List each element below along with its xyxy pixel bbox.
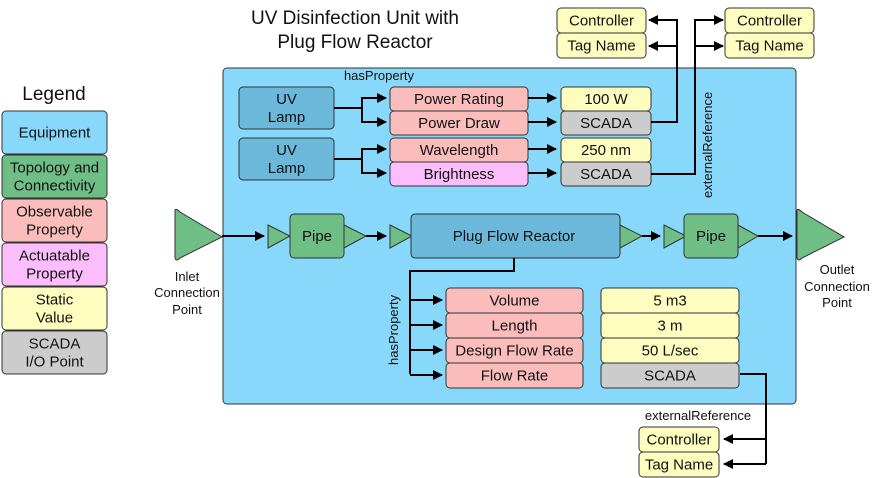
uv-lamp-1-label: Lamp [268,109,306,126]
legend-item-observable-box [1,198,108,243]
external-reference-label-side: externalReference [700,92,715,198]
lamp-2-value-2-label: SCADA [580,166,632,183]
plug-flow-reactor-label: Plug Flow Reactor [453,228,576,245]
legend-item-topology-label: Topology and [10,160,99,177]
outlet-connection-point-icon[interactable] [796,208,846,261]
diagram-title-line2: Plug Flow Reactor [277,32,433,53]
legend-item-observable-label: Observable [16,204,93,221]
legend-title: Legend [22,84,85,105]
legend-item-equipment-label: Equipment [19,125,92,142]
legend-item-observable-label: Property [26,222,83,239]
legend-item-topology-label: Connectivity [14,178,96,195]
ext-ref-top-right-tag-name-label: Tag Name [735,38,803,55]
uv-lamp-2-label: Lamp [268,160,306,177]
legend-item-topology-box [1,154,108,199]
ext-ref-top-left-tag-name-box[interactable] [556,32,647,59]
legend-item-scada-label: I/O Point [25,354,84,371]
has-property-label-top: hasProperty [344,68,415,83]
reactor-property-flow-rate-box[interactable] [445,362,584,389]
reactor-property-length-label: Length [492,318,538,335]
reactor-value-3-label: 50 L/sec [642,343,699,360]
outlet-label-line1: Outlet [820,262,855,277]
reactor-property-design-flow-rate-label: Design Flow Rate [455,343,573,360]
ext-ref-top-left-controller-label: Controller [569,13,634,30]
uv-lamp-2-label: UV [276,142,297,159]
legend-item-static-box [1,286,108,331]
inlet-label-line2: Connection [154,285,220,300]
reactor-value-1-label: 5 m3 [653,293,686,310]
lamp-2-property-brightness-label: Brightness [424,166,495,183]
outlet-label-line2: Connection [804,279,870,294]
ext-ref-bottom-tag-name-box[interactable] [638,451,720,478]
lamp-1-value-1-label: 100 W [584,91,628,108]
inlet-label-line3: Point [172,302,202,317]
reactor-property-volume-label: Volume [489,293,539,310]
outlet-label-line3: Point [822,295,852,310]
lamp-1-property-power-draw-label: Power Draw [418,115,500,132]
legend-item-actuatable-box [1,242,108,287]
lamp-2-value-1-label: 250 nm [581,142,631,159]
ext-ref-bottom-controller-label: Controller [646,432,711,449]
uv-lamp-1-label: UV [276,91,297,108]
legend-item-scada-box [1,330,108,375]
ext-ref-top-left-tag-name-label: Tag Name [567,38,635,55]
legend-item-static-label: Static [36,292,74,309]
pipe-1-label: Pipe [302,228,332,245]
external-reference-label-bottom: externalReference [645,408,751,423]
legend-item-scada-label: SCADA [29,336,81,353]
inlet-connection-point-icon[interactable] [174,208,224,261]
ext-ref-top-right-tag-name-box[interactable] [724,32,815,59]
diagram-title-line1: UV Disinfection Unit with [251,8,459,29]
reactor-value-2-label: 3 m [657,318,682,335]
lamp-2-property-wavelength-label: Wavelength [420,142,499,159]
lamp-1-property-power-rating-label: Power Rating [414,91,504,108]
lamp-1-value-2-label: SCADA [580,115,632,132]
inlet-label-line1: Inlet [175,269,200,284]
reactor-property-flow-rate-label: Flow Rate [481,368,549,385]
legend-item-static-label: Value [36,310,73,327]
has-property-label-side: hasProperty [386,294,401,365]
flow-line: Pipe Plug Flow Reactor Pipe [174,208,846,261]
reactor-value-4-label: SCADA [644,368,696,385]
ext-ref-bottom-tag-name-label: Tag Name [645,457,713,474]
pipe-2-label: Pipe [696,228,726,245]
reactor-value-4-box[interactable] [600,362,740,389]
legend-item-actuatable-label: Actuatable [19,248,90,265]
legend-item-actuatable-label: Property [26,266,83,283]
legend-item-equipment-box [1,110,108,155]
ext-ref-top-right-controller-label: Controller [737,13,802,30]
